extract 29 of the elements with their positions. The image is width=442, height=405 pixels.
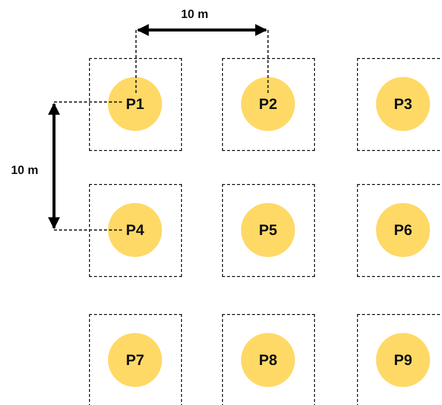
plant-circle xyxy=(376,203,430,257)
plant-circle xyxy=(376,333,430,387)
plot-label: P2 xyxy=(258,96,278,112)
plot-square xyxy=(357,58,442,151)
plot-square xyxy=(89,184,182,277)
plant-circle xyxy=(376,77,430,131)
plot-label: P3 xyxy=(394,96,412,112)
plot-label: P9 xyxy=(394,352,412,368)
plant-circle xyxy=(241,333,295,387)
plant-circle xyxy=(108,77,162,131)
plot-square xyxy=(222,314,315,405)
plot-label: P6 xyxy=(394,222,412,238)
plant-circle xyxy=(108,333,162,387)
plant-circle xyxy=(241,77,295,131)
plot-label: P8 xyxy=(258,352,278,368)
plot-square xyxy=(89,58,182,151)
plot-square xyxy=(357,314,442,405)
dimension-label: 10 m xyxy=(11,163,38,177)
dimension-label: 10 m xyxy=(181,7,208,21)
plot-square xyxy=(357,184,442,277)
plot-square xyxy=(89,314,182,405)
plot-label: P7 xyxy=(126,352,144,368)
plant-circle xyxy=(108,203,162,257)
plot-label: P4 xyxy=(126,222,144,238)
plant-circle xyxy=(241,203,295,257)
plot-label: P5 xyxy=(258,222,278,238)
plot-square xyxy=(222,58,315,151)
plot-label: P1 xyxy=(126,96,144,112)
plot-square xyxy=(222,184,315,277)
